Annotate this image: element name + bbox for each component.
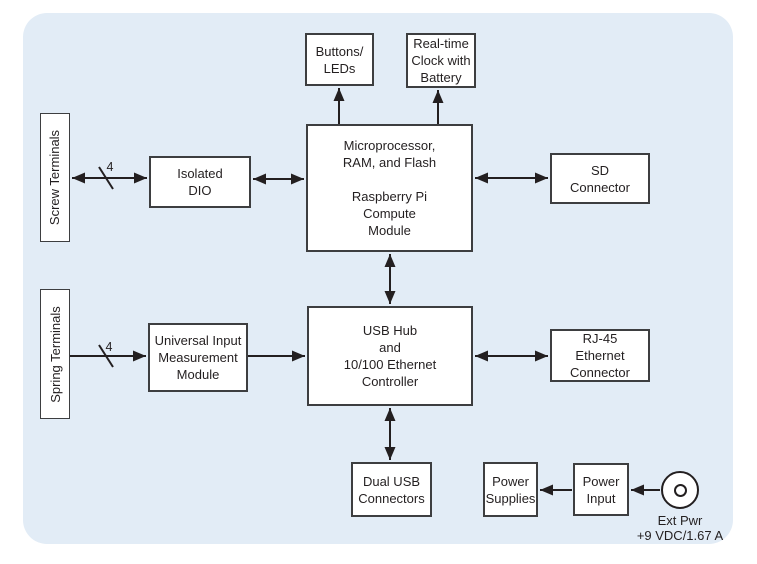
- node-dual-usb-connectors: Dual USB Connectors: [351, 462, 432, 517]
- node-isolated-dio: Isolated DIO: [149, 156, 251, 208]
- node-spring-terminals: Spring Terminals: [40, 289, 70, 419]
- node-usb-hub: USB Hub and 10/100 Ethernet Controller: [307, 306, 473, 406]
- node-microprocessor: Microprocessor, RAM, and Flash Raspberry…: [306, 124, 473, 252]
- node-rj45-connector: RJ-45 Ethernet Connector: [550, 329, 650, 382]
- node-universal-input-module: Universal Input Measurement Module: [148, 323, 248, 392]
- node-sd-connector: SD Connector: [550, 153, 650, 204]
- node-buttons-leds: Buttons/ LEDs: [305, 33, 374, 86]
- ext-pwr-rating: +9 VDC/1.67 A: [636, 527, 724, 543]
- node-label: Screw Terminals: [47, 129, 63, 226]
- ext-pwr-label: Ext Pwr: [657, 513, 703, 528]
- node-power-supplies: Power Supplies: [483, 462, 538, 517]
- power-jack-pin-icon: [673, 483, 687, 497]
- node-label: Spring Terminals: [47, 305, 63, 403]
- node-screw-terminals: Screw Terminals: [40, 113, 70, 242]
- node-realtime-clock: Real-time Clock with Battery: [406, 33, 476, 88]
- power-jack-icon: [661, 471, 699, 509]
- ext-pwr-label-block: Ext Pwr +9 VDC/1.67 A: [626, 513, 734, 543]
- diagram-panel: [23, 13, 733, 544]
- node-power-input: Power Input: [573, 463, 629, 516]
